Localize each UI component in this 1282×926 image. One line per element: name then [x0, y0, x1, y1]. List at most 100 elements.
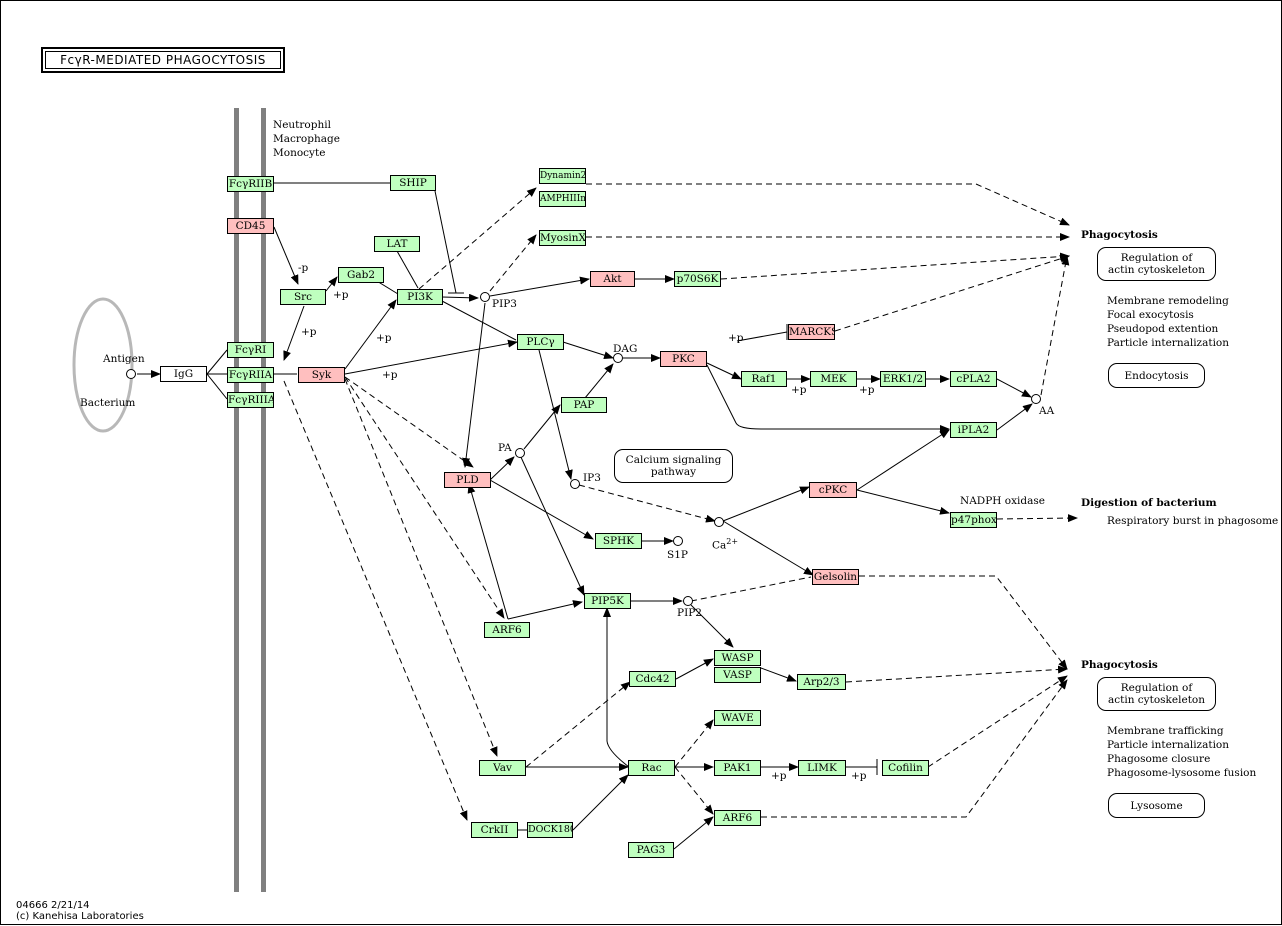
- outcome-item: Phagosome-lysosome fusion: [1107, 767, 1257, 779]
- plus-p-label: +p: [859, 384, 875, 396]
- aa-compound[interactable]: [1031, 394, 1041, 404]
- gene-pkc[interactable]: PKC: [660, 351, 707, 367]
- gene-src[interactable]: Src: [280, 289, 326, 305]
- plus-p-label: +p: [791, 384, 807, 396]
- antigen-label: Antigen: [103, 353, 145, 365]
- membrane-line-inner: [261, 108, 266, 892]
- gene-pip5k[interactable]: PIP5K: [584, 593, 631, 609]
- gene-pak1[interactable]: PAK1: [714, 760, 761, 776]
- pathway-link-line: actin cytoskeleton: [1107, 694, 1205, 706]
- gene-pag3[interactable]: PAG3: [628, 842, 674, 858]
- s1p-compound[interactable]: [673, 536, 683, 546]
- gene-arp23[interactable]: Arp2/3: [797, 674, 846, 690]
- outcome-item: Phagosome closure: [1107, 753, 1211, 765]
- gene-lat[interactable]: LAT: [374, 236, 420, 252]
- gene-syk[interactable]: Syk: [298, 367, 345, 383]
- dag-label: DAG: [613, 343, 638, 355]
- gene-marcks[interactable]: MARCKS: [788, 324, 835, 340]
- plus-p-label: +p: [333, 289, 349, 301]
- gene-limk[interactable]: LIMK: [798, 760, 846, 776]
- gene-crkii[interactable]: CrkII: [471, 822, 518, 838]
- nadph-oxidase-label: NADPH oxidase: [960, 495, 1045, 507]
- pathway-link-regulation-actin-cytoskeleton[interactable]: Regulation of actin cytoskeleton: [1097, 247, 1216, 281]
- plus-p-label: +p: [771, 770, 787, 782]
- pa-label: PA: [498, 442, 512, 454]
- pip3-label: PIP3: [492, 298, 517, 310]
- pathway-link-line: Calcium signaling: [625, 454, 722, 466]
- ligand-igg[interactable]: IgG: [160, 366, 207, 382]
- gene-ship[interactable]: SHIP: [390, 175, 436, 191]
- gene-gelsolin[interactable]: Gelsolin: [812, 569, 859, 585]
- gene-mek[interactable]: MEK: [810, 371, 857, 387]
- map-title: FcγR-MEDIATED PHAGOCYTOSIS: [41, 47, 285, 73]
- pathway-link-endocytosis[interactable]: Endocytosis: [1108, 363, 1205, 388]
- pathway-link-lysosome[interactable]: Lysosome: [1108, 793, 1205, 818]
- gene-vasp[interactable]: VASP: [714, 667, 761, 683]
- gene-arf6[interactable]: ARF6: [484, 622, 530, 638]
- gene-cofilin[interactable]: Cofilin: [882, 760, 929, 776]
- pip2-compound[interactable]: [683, 596, 693, 606]
- pa-compound[interactable]: [515, 448, 525, 458]
- gene-erk12[interactable]: ERK1/2: [880, 371, 926, 387]
- pathway-link-calcium-signaling[interactable]: Calcium signaling pathway: [614, 449, 733, 483]
- plus-p-label: +p: [301, 326, 317, 338]
- s1p-label: S1P: [667, 549, 688, 561]
- dag-compound[interactable]: [613, 353, 623, 363]
- gene-akt[interactable]: Akt: [590, 271, 635, 287]
- gene-ipla2[interactable]: iPLA2: [950, 422, 997, 438]
- ip3-compound[interactable]: [570, 479, 580, 489]
- cell-type-neutrophil: Neutrophil: [273, 119, 331, 131]
- bacterium-label: Bacterium: [80, 397, 136, 409]
- gene-p70s6k[interactable]: p70S6K: [674, 271, 721, 287]
- gene-wasp[interactable]: WASP: [714, 650, 761, 666]
- outcome-item: Pseudopod extention: [1107, 323, 1219, 335]
- outcome-item: Membrane remodeling: [1107, 295, 1229, 307]
- gene-sphk[interactable]: SPHK: [595, 533, 642, 549]
- gene-amphiiim[interactable]: AMPHIIIm: [539, 191, 586, 207]
- outcome-item: Membrane trafficking: [1107, 725, 1224, 737]
- gene-fcgri[interactable]: FcγRI: [227, 342, 274, 358]
- gene-cpkc[interactable]: cPKC: [809, 482, 857, 498]
- gene-rac[interactable]: Rac: [628, 760, 675, 776]
- calcium-label: Ca2+: [712, 537, 739, 552]
- pathway-link-line: pathway: [650, 466, 697, 478]
- plus-p-label: +p: [728, 332, 744, 344]
- pathway-link-line: Lysosome: [1130, 799, 1183, 812]
- outcome-digestion-title: Digestion of bacterium: [1081, 497, 1217, 509]
- gene-arf6[interactable]: ARF6: [714, 810, 761, 826]
- pip2-label: PIP2: [677, 607, 702, 619]
- outcome-item: Respiratory burst in phagosome: [1107, 515, 1279, 527]
- gene-plcg[interactable]: PLCγ: [517, 334, 564, 350]
- outcome-phagocytosis-title: Phagocytosis: [1081, 229, 1158, 241]
- bacterium-shape: [72, 297, 134, 433]
- gene-fcgriib[interactable]: FcγRIIB: [227, 176, 274, 192]
- antigen-compound[interactable]: [126, 369, 136, 379]
- gene-fcgriia[interactable]: FcγRIIA: [227, 367, 274, 383]
- gene-pld[interactable]: PLD: [444, 472, 491, 488]
- gene-raf1[interactable]: Raf1: [741, 371, 787, 387]
- gene-myosinx[interactable]: MyosinX: [539, 230, 586, 246]
- outcome-phagocytosis-title: Phagocytosis: [1081, 659, 1158, 671]
- gene-pap[interactable]: PAP: [561, 397, 607, 413]
- calcium-compound[interactable]: [714, 517, 724, 527]
- gene-dynamin2[interactable]: Dynamin2: [539, 168, 586, 184]
- gene-pi3k[interactable]: PI3K: [397, 289, 443, 305]
- gene-cpla2[interactable]: cPLA2: [950, 371, 997, 387]
- gene-wave[interactable]: WAVE: [714, 710, 761, 726]
- pip3-compound[interactable]: [480, 292, 490, 302]
- plus-p-label: +p: [382, 369, 398, 381]
- gene-cdc42[interactable]: Cdc42: [629, 671, 676, 687]
- pathway-link-line: Regulation of: [1120, 252, 1193, 264]
- gene-fcgriiia[interactable]: FcγRIIIA: [227, 392, 274, 408]
- gene-p47phox[interactable]: p47phox: [950, 512, 997, 528]
- cell-type-macrophage: Macrophage: [273, 133, 340, 145]
- ip3-label: IP3: [583, 472, 601, 484]
- pathway-link-regulation-actin-cytoskeleton[interactable]: Regulation of actin cytoskeleton: [1097, 677, 1216, 711]
- gene-gab2[interactable]: Gab2: [338, 267, 384, 283]
- gene-cd45[interactable]: CD45: [227, 218, 274, 234]
- pathway-link-line: actin cytoskeleton: [1107, 264, 1205, 276]
- gene-dock180[interactable]: DOCK180: [527, 822, 573, 838]
- gene-vav[interactable]: Vav: [479, 760, 526, 776]
- membrane-line-outer: [234, 108, 239, 892]
